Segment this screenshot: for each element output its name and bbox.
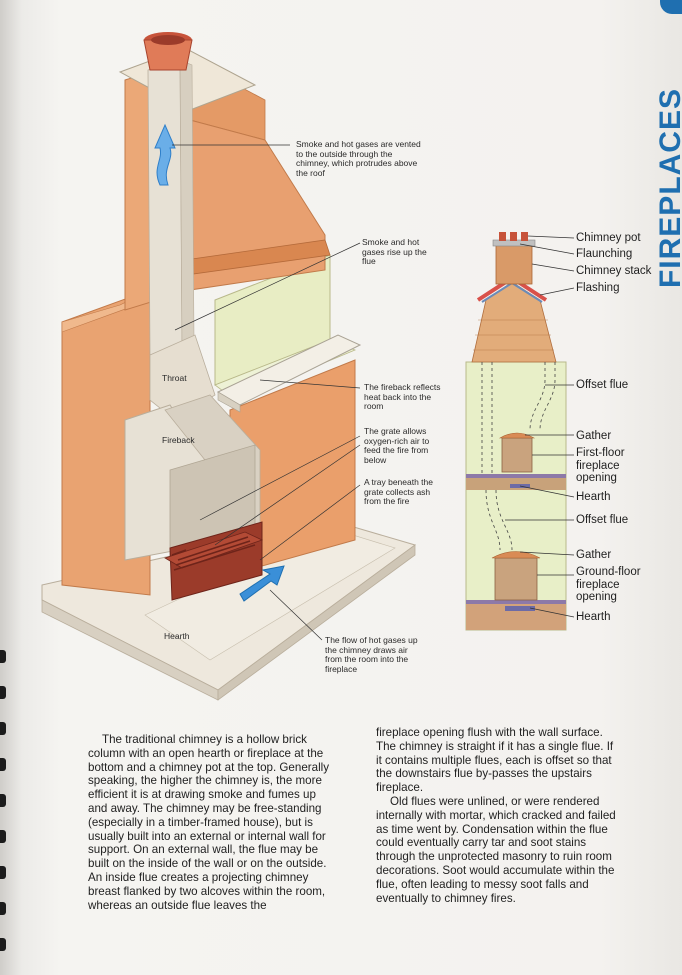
- label-smoke-vented: Smoke and hot gases are vented to the ou…: [296, 139, 421, 178]
- fire-grate: [164, 521, 264, 601]
- text-column-2: fireplace opening flush with the wall su…: [376, 726, 616, 905]
- section-tab-marker: [660, 0, 682, 14]
- label-fireback-reflects: The fireback reflects heat back into the…: [364, 382, 441, 411]
- label-flaunching: Flaunching: [576, 248, 633, 260]
- smoke-arrow-icon: [154, 123, 176, 186]
- label-gather-2: Gather: [576, 549, 612, 561]
- label-offset-flue-1: Offset flue: [576, 379, 629, 391]
- label-fireback: Fireback: [162, 435, 195, 445]
- spiral-binding: [0, 0, 10, 975]
- text-column-1: The traditional chimney is a hollow bric…: [88, 733, 336, 912]
- label-gather-1: Gather: [576, 430, 612, 442]
- label-hearth-2: Hearth: [576, 611, 611, 623]
- label-hearth-1: Hearth: [576, 491, 611, 503]
- label-chimney-stack: Chimney stack: [576, 265, 652, 277]
- paragraph-3: Old flues were unlined, or were rendered…: [376, 794, 616, 905]
- label-hearth: Hearth: [164, 631, 190, 641]
- label-smoke-rise: Smoke and hot gases rise up the flue: [362, 237, 427, 266]
- label-tray: A tray beneath the grate collects ash fr…: [364, 477, 433, 506]
- label-flashing: Flashing: [576, 282, 620, 294]
- air-flow-arrow-icon: [239, 565, 285, 602]
- label-grate-allows: The grate allows oxygen-rich air to feed…: [364, 426, 430, 465]
- label-flow: The flow of hot gases up the chimney dra…: [325, 635, 418, 674]
- label-throat: Throat: [162, 373, 187, 383]
- label-first-floor-opening: First-floor fireplace opening: [576, 447, 625, 484]
- paragraph-2: fireplace opening flush with the wall su…: [376, 726, 614, 795]
- label-offset-flue-2: Offset flue: [576, 514, 629, 526]
- label-ground-floor-opening: Ground-floor fireplace opening: [576, 566, 641, 603]
- paragraph-1: The traditional chimney is a hollow bric…: [88, 733, 330, 912]
- label-chimney-pot: Chimney pot: [576, 232, 641, 244]
